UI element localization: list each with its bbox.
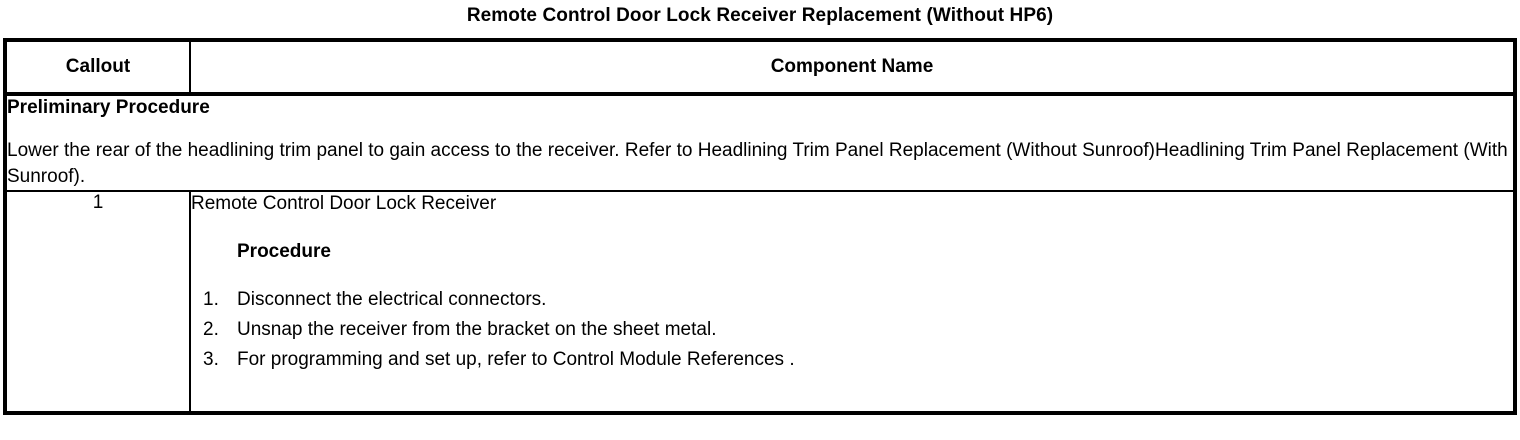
- table-header-row: Callout Component Name: [5, 40, 1515, 96]
- table-header: Callout Component Name: [5, 40, 1515, 96]
- callout-number: 1: [5, 191, 191, 413]
- preliminary-procedure-heading: Preliminary Procedure: [7, 97, 210, 118]
- step-number: 1.: [203, 289, 219, 310]
- preliminary-procedure-cell: Preliminary Procedure Lower the rear of …: [5, 94, 1515, 192]
- column-header-component-name: Component Name: [190, 40, 1515, 96]
- page-title: Remote Control Door Lock Receiver Replac…: [466, 5, 1054, 26]
- table-row-preliminary: Preliminary Procedure Lower the rear of …: [5, 94, 1515, 192]
- component-detail-cell: Remote Control Door Lock Receiver Proced…: [190, 191, 1515, 413]
- step-text: For programming and set up, refer to Con…: [237, 349, 795, 370]
- procedure-step-list: 1. Disconnect the electrical connectors.…: [191, 285, 1513, 375]
- table-row: 1 Remote Control Door Lock Receiver Proc…: [5, 191, 1515, 413]
- preliminary-procedure-body: Lower the rear of the headlining trim pa…: [7, 140, 1508, 187]
- column-header-callout: Callout: [5, 40, 191, 96]
- list-item: 1. Disconnect the electrical connectors.: [191, 285, 1513, 315]
- component-name-label: Remote Control Door Lock Receiver: [191, 193, 497, 214]
- step-text: Unsnap the receiver from the bracket on …: [237, 319, 717, 340]
- step-number: 3.: [203, 349, 219, 370]
- procedure-table: Callout Component Name Preliminary Proce…: [3, 38, 1517, 415]
- list-item: 3. For programming and set up, refer to …: [191, 345, 1513, 375]
- step-text: Disconnect the electrical connectors.: [237, 289, 547, 310]
- procedure-subheading: Procedure: [237, 241, 331, 262]
- table-body: Preliminary Procedure Lower the rear of …: [5, 94, 1515, 413]
- step-number: 2.: [203, 319, 219, 340]
- list-item: 2. Unsnap the receiver from the bracket …: [191, 315, 1513, 345]
